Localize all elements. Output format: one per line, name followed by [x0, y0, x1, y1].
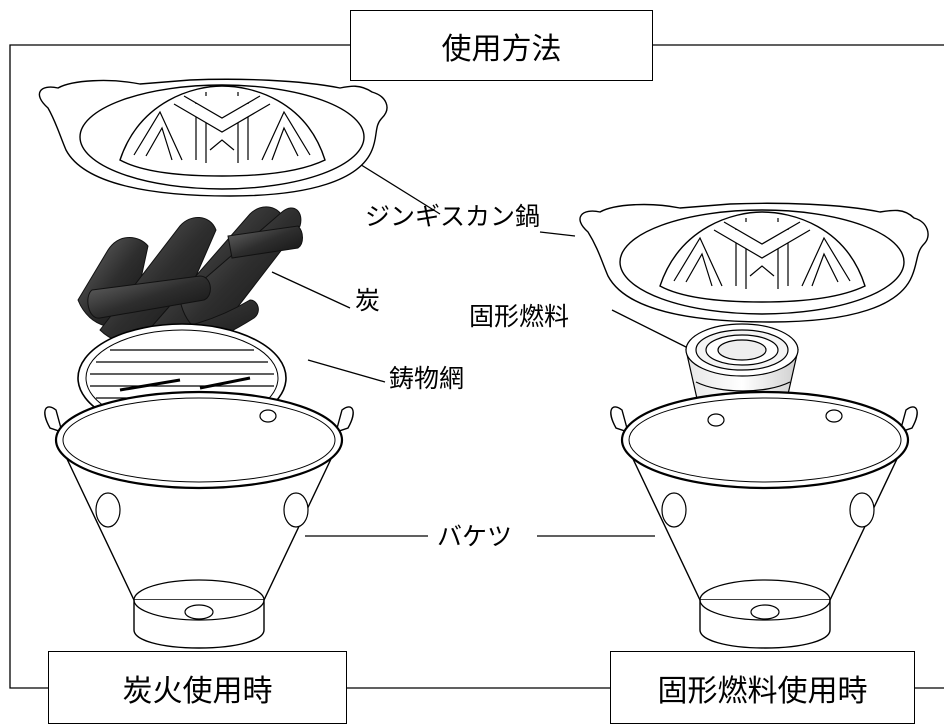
bucket-left	[44, 390, 354, 649]
genghis-pan-left	[38, 78, 388, 197]
bucket-right	[610, 390, 918, 649]
caption-charcoal-use: 炭火使用時	[122, 673, 273, 709]
leader-lines	[271, 157, 689, 537]
caption-box-solid-fuel: 固形燃料使用時	[610, 651, 915, 724]
label-bucket: バケツ	[437, 522, 513, 551]
genghis-pan-right	[579, 202, 929, 323]
label-genghis-pan: ジンギスカン鍋	[365, 202, 541, 231]
label-solid-fuel: 固形燃料	[469, 302, 570, 331]
label-cast-grate: 鋳物網	[389, 364, 465, 393]
caption-box-charcoal: 炭火使用時	[48, 651, 347, 724]
caption-solid-fuel-use: 固形燃料使用時	[657, 673, 868, 709]
label-charcoal: 炭	[355, 286, 381, 315]
frame-border	[9, 44, 944, 689]
solid-fuel-can	[685, 323, 799, 424]
page-title: 使用方法	[441, 31, 562, 67]
title-box: 使用方法	[350, 10, 653, 81]
